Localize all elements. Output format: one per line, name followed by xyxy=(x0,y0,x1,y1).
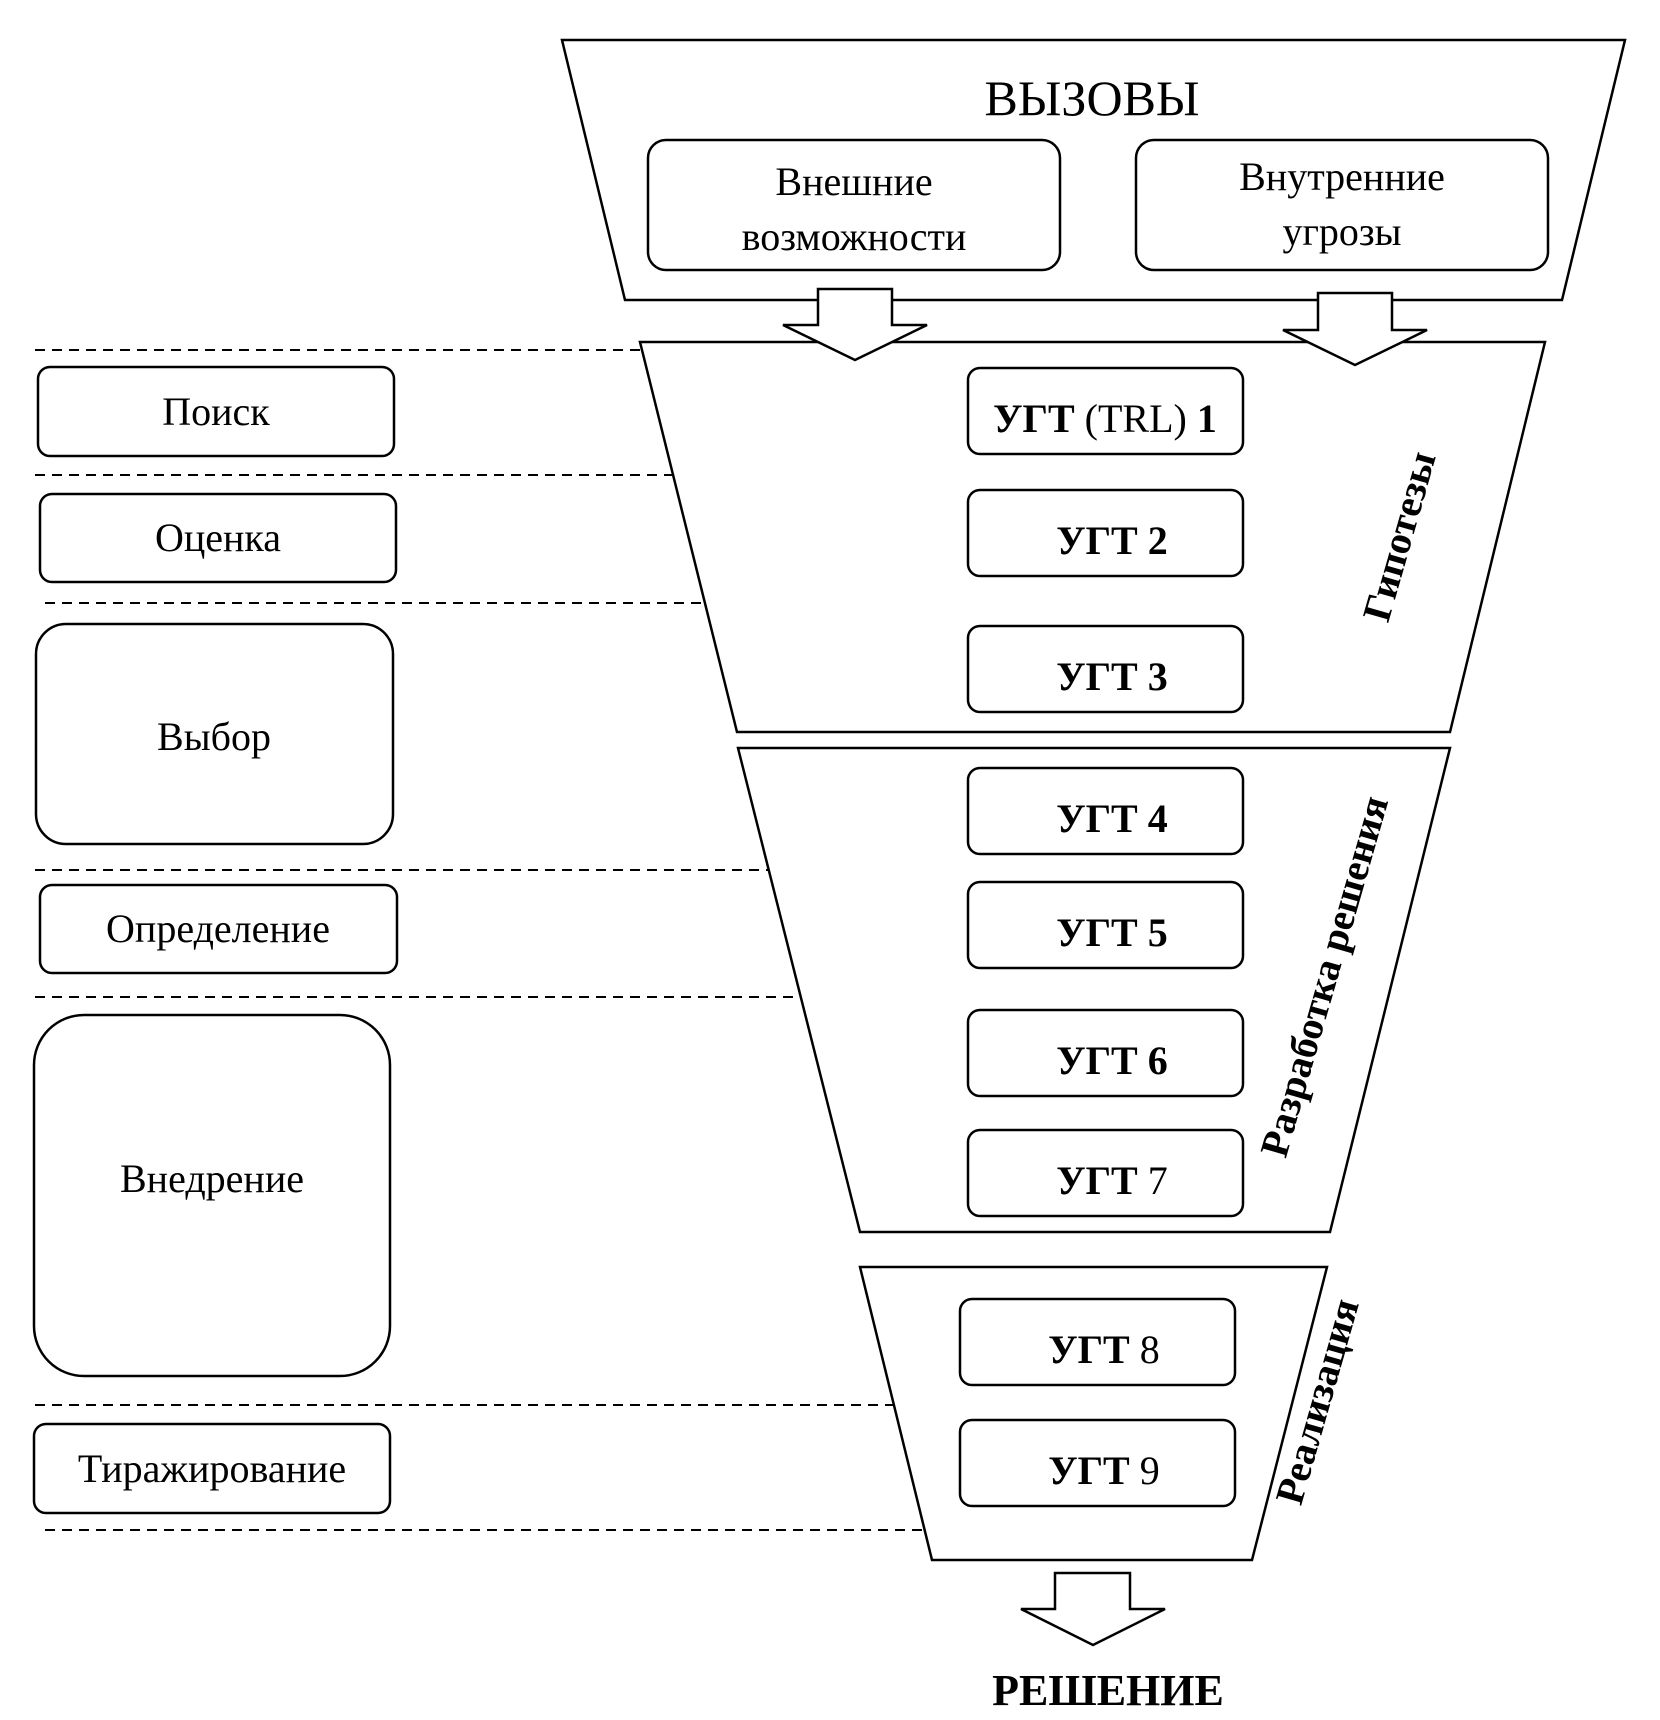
level-boxes: УГТ (TRL) 1 УГТ 2 УГТ 3 УГТ 4 УГТ 5 УГТ … xyxy=(958,366,1245,1508)
level-box-3 xyxy=(966,624,1245,714)
level-box-1 xyxy=(966,366,1245,456)
stage-label-assessment: Оценка xyxy=(155,515,281,560)
stage-box-replication xyxy=(32,1422,392,1515)
internal-threats-box xyxy=(1134,138,1550,272)
stage-label-search: Поиск xyxy=(162,389,270,434)
level-box-8 xyxy=(958,1297,1237,1387)
stage-box-selection xyxy=(34,622,395,846)
stage-box-definition xyxy=(38,883,399,975)
separator-lines xyxy=(35,349,1140,1531)
arrow-down-icon xyxy=(782,287,928,362)
level-box-7 xyxy=(966,1128,1245,1218)
arrow-down-icon xyxy=(1020,1571,1166,1647)
level-label-2: УГТ 2 xyxy=(1056,518,1167,563)
level-box-5 xyxy=(966,880,1245,970)
level-label-5: УГТ 5 xyxy=(1056,910,1167,955)
stage-label-deployment: Внедрение xyxy=(120,1156,304,1201)
external-opportunities-box xyxy=(646,138,1062,272)
arrow-down-icon xyxy=(1282,291,1428,367)
level-box-9 xyxy=(958,1418,1237,1508)
level-label-4: УГТ 4 xyxy=(1056,796,1167,841)
level-label-9: УГТ 9 xyxy=(1048,1448,1159,1493)
internal-threats-line2: угрозы xyxy=(1282,209,1401,254)
stage-label-selection: Выбор xyxy=(157,714,271,759)
stage-box-search xyxy=(36,365,396,458)
stage-label-replication: Тиражирование xyxy=(78,1446,346,1491)
solution-title: РЕШЕНИЕ xyxy=(992,1666,1224,1715)
challenges-block: ВЫЗОВЫ Внешние возможности Внутренние уг… xyxy=(560,38,1627,302)
external-opportunities-line2: возможности xyxy=(742,214,967,259)
challenges-title: ВЫЗОВЫ xyxy=(984,70,1199,126)
internal-threats-line1: Внутренние xyxy=(1239,154,1445,199)
external-opportunities-line1: Внешние xyxy=(775,159,932,204)
level-label-3: УГТ 3 xyxy=(1056,654,1167,699)
solution-development-trapezoid xyxy=(736,746,1452,1234)
level-label-8: УГТ 8 xyxy=(1048,1327,1159,1372)
level-label-7: УГТ 7 xyxy=(1056,1158,1167,1203)
stage-label-definition: Определение xyxy=(106,906,330,951)
level-box-4 xyxy=(966,766,1245,856)
level-label-6: УГТ 6 xyxy=(1056,1038,1167,1083)
stage-box-assessment xyxy=(38,492,398,584)
stage-box-deployment xyxy=(32,1013,392,1378)
level-box-2 xyxy=(966,488,1245,578)
stage-boxes: Поиск Оценка Выбор Определение Внедрение… xyxy=(32,365,399,1515)
level-box-6 xyxy=(966,1008,1245,1098)
level-label-1: УГТ (TRL) 1 xyxy=(993,396,1217,441)
